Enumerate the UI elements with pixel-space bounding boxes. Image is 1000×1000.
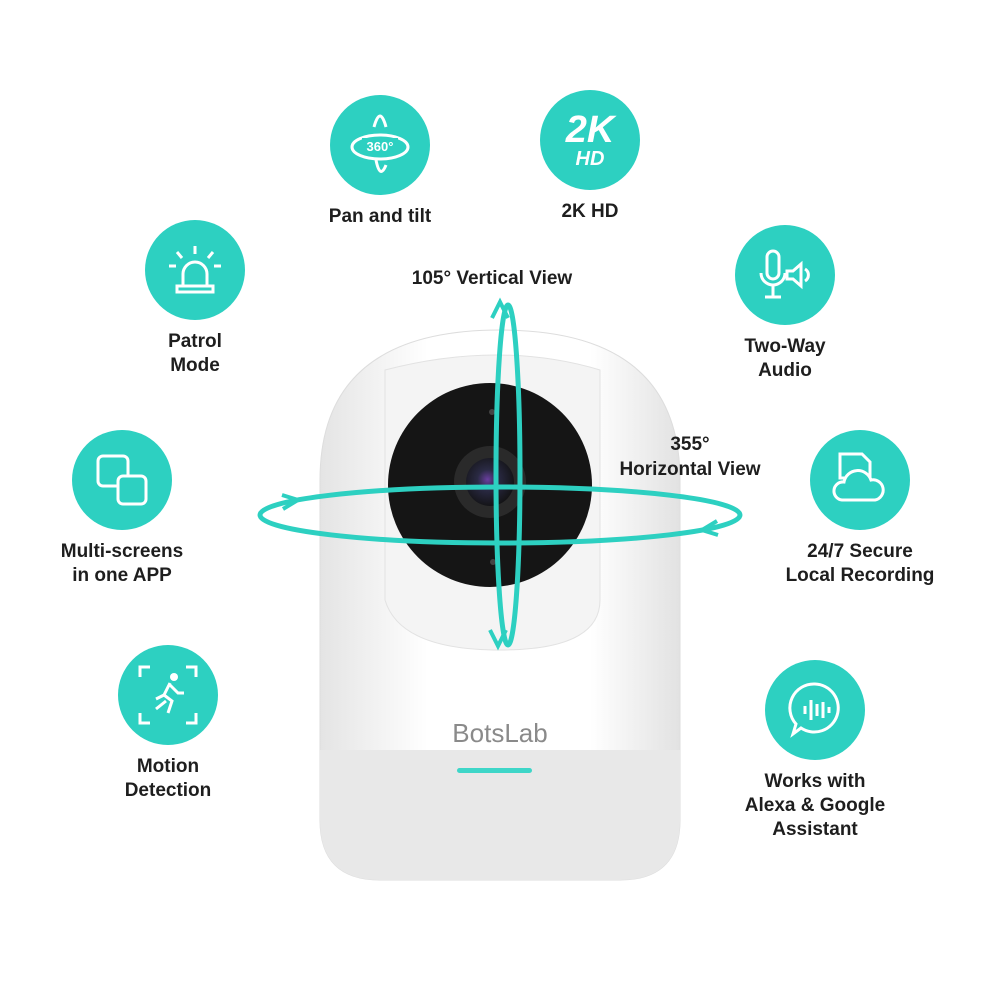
line: Works with [764,771,866,792]
feature-label: Multi-screens in one APP [22,540,222,588]
line: Local Recording [785,565,935,586]
brand-logo: BotsLab [452,718,547,748]
rotate-360-icon: 360° [330,95,430,195]
voice-assistant-icon [765,660,865,760]
motion-detection-icon [118,645,218,745]
multi-screen-icon [72,430,172,530]
line: Detection [124,780,212,801]
horizontal-text: Horizontal View [619,459,761,480]
line: Patrol [168,331,222,352]
line: Audio [758,360,812,381]
feature-label: Pan and tilt [328,206,432,227]
feature-label: 2K HD [561,201,619,222]
horizontal-degrees: 355° [670,434,710,455]
2k-hd-icon: 2K HD [540,90,640,190]
svg-text:360°: 360° [367,139,394,154]
status-light [457,768,532,773]
line: Multi-screens [60,541,184,562]
line: Mode [170,355,220,376]
vertical-view-label: 105° Vertical View [411,268,573,289]
line: Motion [136,756,200,777]
feature-pan-tilt: 360° Pan and tilt [280,95,480,229]
hd-text: HD [575,148,605,170]
line: in one APP [72,565,172,586]
line: 24/7 Secure [807,541,913,562]
feature-multi-screens: Multi-screens in one APP [22,430,222,588]
line: Two-Way [744,336,826,357]
feature-2k-hd: 2K HD 2K HD [490,90,690,224]
line: Alexa & Google [744,795,886,816]
siren-icon [145,220,245,320]
line: Assistant [772,819,858,840]
microphone-speaker-icon [735,225,835,325]
horizontal-view-label: 355° Horizontal View [600,432,780,482]
sd-card-cloud-icon [810,430,910,530]
2k-text: 2K [565,109,615,151]
